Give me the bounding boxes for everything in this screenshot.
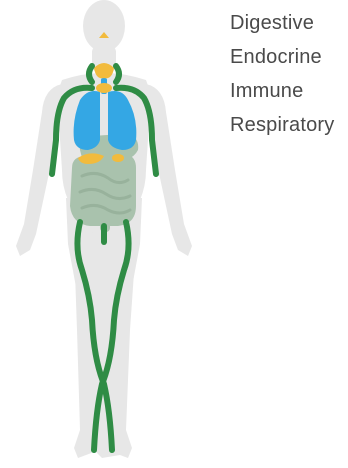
legend-item-immune: Immune [230, 74, 334, 108]
systems-legend: Digestive Endocrine Immune Respiratory [230, 6, 334, 142]
legend-item-digestive: Digestive [230, 6, 334, 40]
legend-item-endocrine: Endocrine [230, 40, 334, 74]
human-body-figure [0, 0, 230, 468]
legend-item-respiratory: Respiratory [230, 108, 334, 142]
